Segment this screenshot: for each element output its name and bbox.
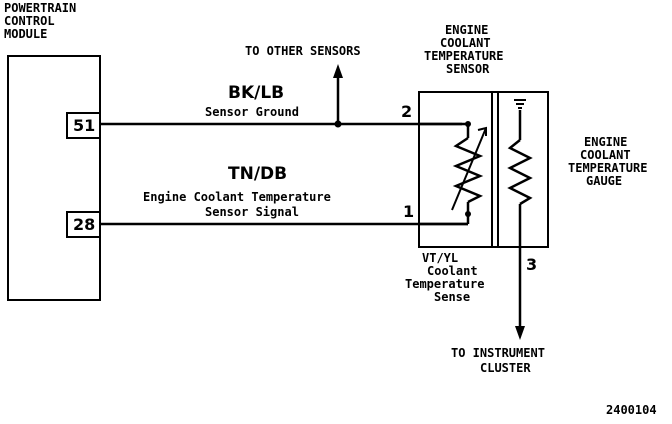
sensor-title-line3: TEMPERATURE (424, 49, 503, 63)
pcm-title-line1: POWERTRAIN (4, 1, 76, 15)
sensor-title-line2: COOLANT (440, 36, 491, 50)
gauge-title-line4: GAUGE (586, 174, 622, 188)
sensor-pin-2: 2 (401, 102, 412, 121)
gauge-title-line1: ENGINE (584, 135, 627, 149)
instrument-line1: TO INSTRUMENT (451, 346, 545, 360)
sensor-gauge-enclosure (418, 91, 549, 248)
figure-id: 2400104 (606, 403, 657, 417)
other-sensors-label: TO OTHER SENSORS (245, 44, 361, 58)
bottom-wire-name-line2: Sensor Signal (205, 205, 299, 219)
sense-wire-color: VT/YL (422, 251, 458, 265)
variable-arrow-icon (477, 126, 487, 136)
sensor-title-line4: SENSOR (446, 62, 490, 76)
gauge-title-line2: COOLANT (580, 148, 631, 162)
bottom-wire-color: TN/DB (228, 164, 287, 184)
pcm-box (7, 55, 101, 301)
sense-line1: Coolant (427, 264, 478, 278)
pcm-title-line2: CONTROL (4, 14, 55, 28)
instrument-line2: CLUSTER (480, 361, 531, 375)
sense-line2: Temperature (405, 277, 484, 291)
top-wire-color: BK/LB (228, 83, 284, 103)
sensor-pin-3: 3 (526, 255, 537, 274)
sensor-title-line1: ENGINE (445, 23, 488, 37)
bottom-wire-name-line1: Engine Coolant Temperature (143, 190, 331, 204)
variable-arrow-line (451, 127, 487, 211)
sensor-pin-1: 1 (403, 202, 414, 221)
arrow-down-icon (515, 326, 525, 340)
top-wire-name: Sensor Ground (205, 105, 299, 119)
arrow-up-icon (333, 64, 343, 78)
pcm-title-line3: MODULE (4, 27, 47, 41)
pcm-pin-51-box (66, 112, 101, 139)
gauge-title-line3: TEMPERATURE (568, 161, 647, 175)
gauge-resistor-icon (507, 139, 533, 206)
pcm-pin-28-label: 28 (73, 215, 95, 234)
pcm-pin-51-label: 51 (73, 116, 95, 135)
sense-line3: Sense (434, 290, 470, 304)
